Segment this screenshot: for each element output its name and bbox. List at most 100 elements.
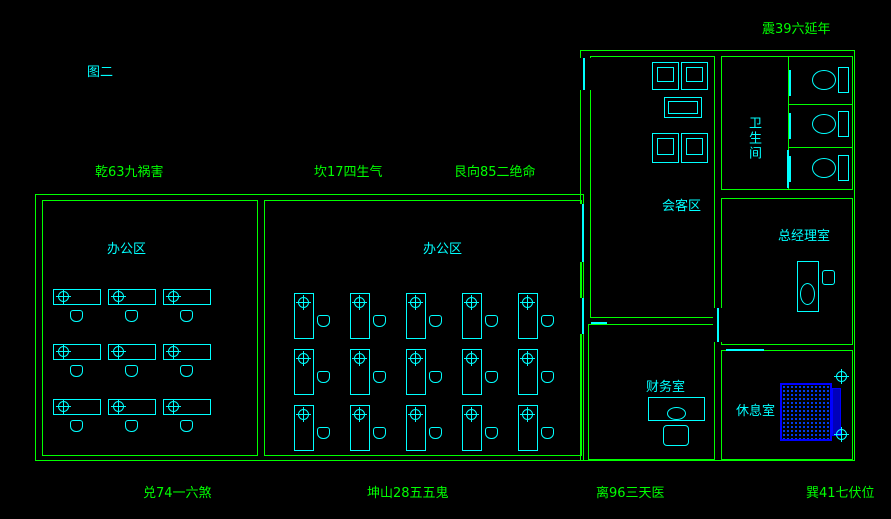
desk [163, 344, 211, 360]
desk [462, 405, 482, 451]
armchair-seat [657, 138, 674, 155]
stall-door-line [789, 113, 791, 139]
armchair [681, 133, 708, 163]
position-marker-icon [834, 427, 849, 442]
compass-label-li: 离96三天医 [596, 486, 665, 501]
desk [406, 349, 426, 395]
position-marker-icon [166, 399, 181, 414]
wall-stall-divider-2 [788, 147, 853, 148]
desk [294, 293, 314, 339]
chair [485, 427, 498, 439]
desk [108, 344, 156, 360]
desk [53, 399, 101, 415]
room-label-lounge: 休息室 [736, 404, 776, 419]
position-marker-icon [111, 344, 126, 359]
door-lounge [726, 349, 764, 351]
position-marker-icon [166, 289, 181, 304]
position-marker-icon [296, 407, 311, 422]
desk [294, 405, 314, 451]
room-label-manager: 总经理室 [778, 229, 831, 244]
toilet [812, 110, 850, 138]
massage-bed [780, 383, 832, 441]
manager-side-chair [822, 270, 835, 285]
armchair [681, 62, 708, 90]
armchair-seat [686, 138, 703, 155]
finance-desk-cutout [667, 407, 686, 420]
coffee-table-top [668, 101, 698, 114]
manager-desk [797, 261, 819, 312]
position-marker-icon [56, 399, 71, 414]
chair [180, 420, 193, 432]
compass-label-kun: 坤山28五五鬼 [367, 486, 449, 501]
room-label-meeting: 会客区 [662, 199, 702, 214]
position-marker-icon [352, 407, 367, 422]
door-finance [591, 322, 607, 324]
chair [541, 315, 554, 327]
desk [163, 289, 211, 305]
wall-bathroom-divider [788, 56, 789, 190]
desk [350, 293, 370, 339]
position-marker-icon [296, 295, 311, 310]
desk [462, 293, 482, 339]
chair [373, 427, 386, 439]
chair [70, 365, 83, 377]
position-marker-icon [408, 295, 423, 310]
finance-desk [648, 397, 705, 421]
toilet [812, 66, 850, 94]
desk [53, 289, 101, 305]
position-marker-icon [520, 295, 535, 310]
chair [373, 315, 386, 327]
room-label-office-left: 办公区 [107, 242, 147, 257]
desk [462, 349, 482, 395]
position-marker-icon [56, 344, 71, 359]
desk [406, 293, 426, 339]
door-office-upper [582, 204, 584, 262]
position-marker-icon [111, 399, 126, 414]
wall-meeting-room [590, 56, 715, 318]
chair [317, 315, 330, 327]
chair [429, 315, 442, 327]
compass-label-gen: 艮向85二绝命 [454, 165, 536, 180]
position-marker-icon [56, 289, 71, 304]
position-marker-icon [408, 407, 423, 422]
compass-label-xun: 巽41七伏位 [806, 486, 875, 501]
position-marker-icon [352, 351, 367, 366]
position-marker-icon [352, 295, 367, 310]
chair [317, 427, 330, 439]
chair [125, 420, 138, 432]
position-marker-icon [464, 351, 479, 366]
toilet [812, 154, 850, 182]
toilet-bowl-icon [812, 70, 836, 90]
desk [163, 399, 211, 415]
door-manager [717, 308, 719, 342]
chair [541, 427, 554, 439]
desk [350, 349, 370, 395]
compass-label-dui: 兑74一六煞 [143, 486, 212, 501]
position-marker-icon [408, 351, 423, 366]
position-marker-icon [464, 407, 479, 422]
toilet-tank-icon [838, 111, 849, 137]
room-label-finance: 财务室 [646, 380, 686, 395]
desk [518, 349, 538, 395]
chair [180, 365, 193, 377]
armchair-seat [657, 67, 674, 82]
chair [125, 365, 138, 377]
position-marker-icon [464, 295, 479, 310]
door-office-lower [582, 298, 584, 334]
toilet-bowl-icon [812, 158, 836, 178]
chair [429, 371, 442, 383]
position-marker-icon [296, 351, 311, 366]
chair [541, 371, 554, 383]
stall-door-line [789, 70, 791, 96]
toilet-bowl-icon [812, 114, 836, 134]
armchair [652, 133, 679, 163]
door-opening [713, 308, 725, 342]
position-marker-icon [166, 344, 181, 359]
compass-label-qian: 乾63九祸害 [95, 165, 164, 180]
armchair-seat [686, 67, 703, 82]
desk [294, 349, 314, 395]
compass-label-zhen: 震39六延年 [762, 22, 831, 37]
desk [108, 289, 156, 305]
position-marker-icon [111, 289, 126, 304]
